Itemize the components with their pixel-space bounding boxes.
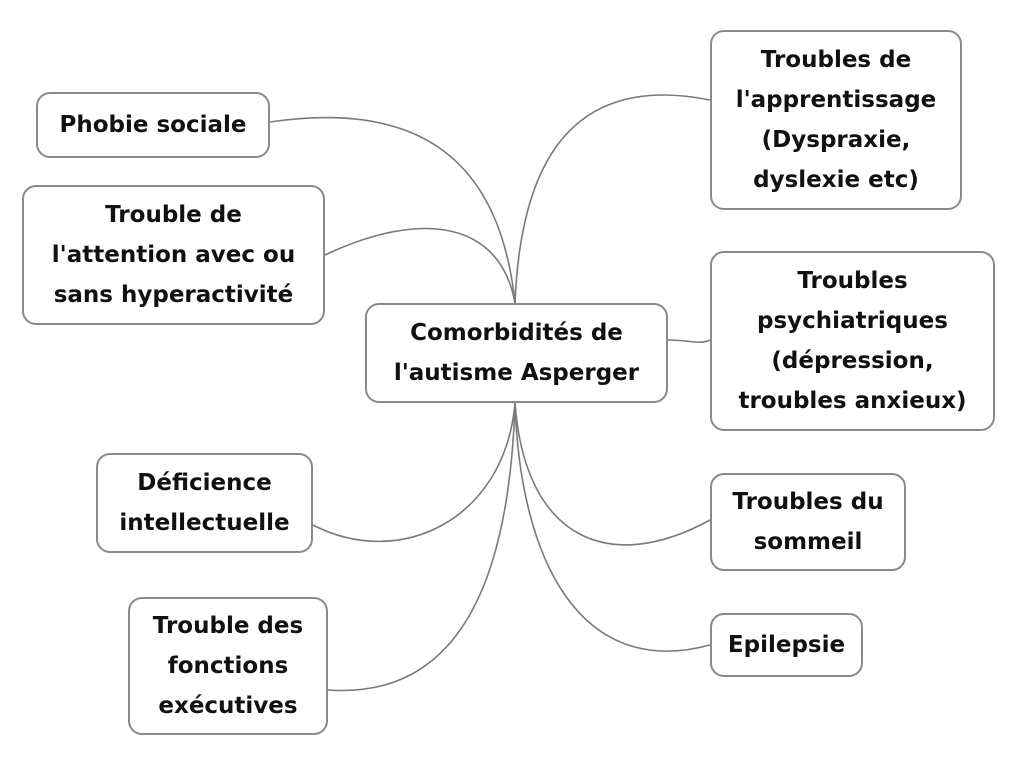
connector-apprentissage [514, 94, 711, 304]
node-label: Troubles de l'apprentissage (Dyspraxie, … [735, 47, 937, 193]
node-label: Phobie sociale [59, 112, 247, 138]
node-trouble-attention[interactable]: Trouble de l'attention avec ou sans hype… [22, 185, 325, 325]
connector-epilepsie [514, 402, 711, 652]
node-epilepsie[interactable]: Epilepsie [710, 613, 863, 677]
node-label: Trouble des fonctions exécutives [152, 613, 304, 719]
node-troubles-apprentissage[interactable]: Troubles de l'apprentissage (Dyspraxie, … [710, 30, 962, 210]
node-label: Troubles du sommeil [732, 489, 884, 555]
node-label: Déficience intellectuelle [119, 470, 290, 536]
node-phobie-sociale[interactable]: Phobie sociale [36, 92, 270, 158]
node-troubles-sommeil[interactable]: Troubles du sommeil [710, 473, 906, 571]
node-label: Trouble de l'attention avec ou sans hype… [51, 202, 296, 308]
connector-deficience [312, 402, 516, 543]
center-node[interactable]: Comorbidités de l'autisme Asperger [365, 303, 668, 403]
node-troubles-psychiatriques[interactable]: Troubles psychiatriques (dépression, tro… [710, 251, 995, 431]
node-deficience-intellectuelle[interactable]: Déficience intellectuelle [96, 453, 313, 553]
connector-fonctions [327, 402, 516, 692]
center-label: Comorbidités de l'autisme Asperger [393, 320, 640, 386]
connector-attention [324, 227, 516, 304]
connector-sommeil [514, 402, 711, 546]
node-label: Troubles psychiatriques (dépression, tro… [738, 268, 967, 414]
connector-psychiatriques [667, 339, 711, 343]
node-fonctions-executives[interactable]: Trouble des fonctions exécutives [128, 597, 328, 735]
connector-phobie [269, 116, 516, 304]
node-label: Epilepsie [727, 632, 846, 658]
